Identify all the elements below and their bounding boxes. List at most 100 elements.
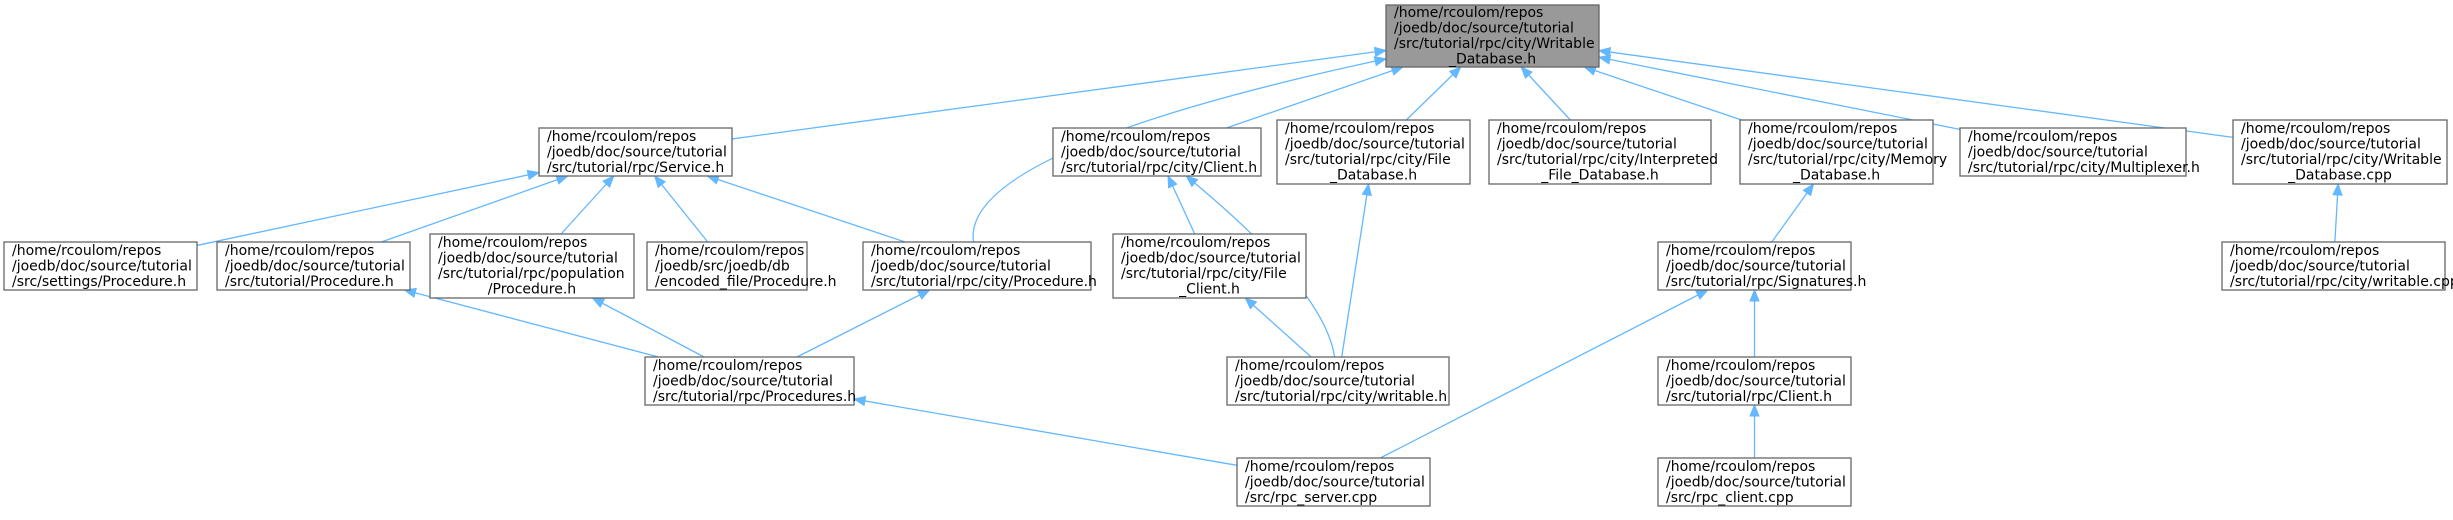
node-city_client_h[interactable]: /home/rcoulom/repos/joedb/doc/source/tut… [1052, 127, 1262, 177]
node-population_proc_h[interactable]: /home/rcoulom/repos/joedb/doc/source/tut… [429, 233, 635, 299]
node-box [429, 233, 635, 299]
node-box [3, 241, 198, 291]
node-file_db_h[interactable]: /home/rcoulom/repos/joedb/doc/source/tut… [1276, 119, 1471, 185]
node-label-line: /home/rcoulom/repos [1666, 243, 1815, 259]
node-tutorial_proc_h[interactable]: /home/rcoulom/repos/joedb/doc/source/tut… [216, 241, 411, 291]
edge-line [404, 289, 659, 358]
edge-arrowhead [1749, 288, 1760, 302]
edge-line [592, 297, 705, 358]
node-box [1657, 241, 1852, 291]
node-label-line: /joedb/doc/source/tutorial [2230, 258, 2410, 274]
node-label-line: /joedb/doc/source/tutorial [1666, 373, 1846, 389]
node-writable_cpp[interactable]: /home/rcoulom/repos/joedb/doc/source/tut… [2221, 241, 2453, 291]
edge-line [196, 171, 540, 247]
node-label-line: /joedb/doc/source/tutorial [438, 251, 618, 267]
node-city_proc_h[interactable]: /home/rcoulom/repos/joedb/doc/source/tut… [862, 241, 1097, 291]
node-label-line: /src/tutorial/rpc/city/writable.cpp [2230, 274, 2453, 290]
node-encoded_proc_h[interactable]: /home/rcoulom/repos/joedb/src/joedb/db/e… [646, 241, 837, 291]
node-label-line: /src/tutorial/rpc/city/File [1285, 152, 1451, 168]
node-multiplexer_h[interactable]: /home/rcoulom/repos/joedb/doc/source/tut… [1959, 127, 2200, 177]
edge-arrowhead [1802, 182, 1815, 197]
node-box [2221, 241, 2446, 291]
node-signatures_h[interactable]: /home/rcoulom/repos/joedb/doc/source/tut… [1657, 241, 1866, 291]
edge-arrowhead [1244, 297, 1258, 310]
node-label-line: /home/rcoulom/repos [655, 243, 804, 259]
node-box [1657, 356, 1852, 406]
node-rpc_client_h[interactable]: /home/rcoulom/repos/joedb/doc/source/tut… [1657, 356, 1852, 406]
edge-multiplexer_h-to-writable_db_h [1597, 54, 1961, 131]
node-label-line: /src/tutorial/rpc/city/Interpreted [1497, 152, 1718, 168]
edge-line [1520, 66, 1571, 121]
graph-nodes: /home/rcoulom/repos/joedb/doc/source/tut… [3, 4, 2453, 507]
edge-rpc_client_cpp-to-rpc_client_h [1749, 403, 1760, 458]
edge-arrowhead [1597, 46, 1612, 58]
edge-arrowhead [1373, 46, 1388, 58]
node-label-line: /home/rcoulom/repos [438, 235, 587, 251]
edge-procedures_h-to-tutorial_proc_h [403, 287, 659, 358]
node-city_writable_h[interactable]: /home/rcoulom/repos/joedb/doc/source/tut… [1226, 356, 1450, 406]
node-settings_proc_h[interactable]: /home/rcoulom/repos/joedb/doc/source/tut… [3, 241, 198, 291]
node-box [1488, 119, 1712, 185]
edge-arrowhead [526, 169, 541, 181]
edge-line [1341, 183, 1370, 358]
edge-line [381, 175, 568, 243]
node-rpc_client_cpp[interactable]: /home/rcoulom/repos/joedb/doc/source/tut… [1657, 457, 1852, 507]
node-box [1112, 233, 1307, 299]
node-label-line: /home/rcoulom/repos [12, 243, 161, 259]
node-label-line: /joedb/doc/source/tutorial [1968, 144, 2148, 160]
node-label-line: /home/rcoulom/repos [1968, 129, 2117, 145]
node-label-line: /src/settings/Procedure.h [12, 274, 186, 290]
node-label-line: /home/rcoulom/repos [1497, 121, 1646, 137]
node-box [1385, 4, 1600, 68]
node-label-line: /src/rpc_server.cpp [1245, 490, 1377, 506]
node-writable_db_cpp[interactable]: /home/rcoulom/repos/joedb/doc/source/tut… [2232, 119, 2448, 185]
node-label-line: /home/rcoulom/repos [1666, 459, 1815, 475]
edge-line [560, 175, 615, 235]
edge-line [707, 175, 906, 243]
edge-writable_cpp-to-writable_db_cpp [2332, 182, 2343, 243]
node-label-line: /joedb/doc/source/tutorial [1748, 137, 1928, 153]
edge-arrowhead [1448, 66, 1462, 79]
node-label-line: /home/rcoulom/repos [1061, 129, 1210, 145]
node-box [538, 127, 733, 177]
node-label-line: /joedb/doc/source/tutorial [547, 144, 727, 160]
edge-tutorial_proc_h-to-service_h [381, 174, 569, 243]
node-procedures_h[interactable]: /home/rcoulom/repos/joedb/doc/source/tut… [644, 356, 856, 406]
node-box [1236, 457, 1431, 507]
edge-rpc_client_h-to-signatures_h [1749, 288, 1760, 357]
edge-settings_proc_h-to-service_h [196, 169, 541, 247]
edge-procedures_h-to-population_proc_h [591, 297, 705, 358]
node-memory_db_h[interactable]: /home/rcoulom/repos/joedb/doc/source/tut… [1739, 119, 1947, 185]
node-label-line: /home/rcoulom/repos [547, 129, 696, 145]
node-label-line: /joedb/doc/source/tutorial [1285, 137, 1465, 153]
node-label-line: /src/tutorial/rpc/city/Writable [2241, 152, 2442, 168]
edge-arrowhead [1597, 54, 1612, 65]
node-interp_db_h[interactable]: /home/rcoulom/repos/joedb/doc/source/tut… [1488, 119, 1718, 185]
node-label-line: /home/rcoulom/repos [2230, 243, 2379, 259]
edge-signatures_h-to-memory_db_h [1771, 182, 1815, 243]
edge-arrowhead [1520, 66, 1533, 79]
edge-writable_db_cpp-to-writable_db_h [1597, 46, 2234, 138]
edge-city_writable_h-to-file_client_h [1244, 297, 1312, 358]
node-label-line: _Database.h [1329, 168, 1417, 184]
node-label-line: _Client.h [1178, 282, 1240, 298]
node-label-line: /joedb/doc/source/tutorial [871, 258, 1051, 274]
edge-arrowhead [1373, 56, 1388, 67]
node-label-line: /joedb/doc/source/tutorial [1497, 137, 1677, 153]
node-rpc_server_cpp[interactable]: /home/rcoulom/repos/joedb/doc/source/tut… [1236, 457, 1431, 507]
node-service_h[interactable]: /home/rcoulom/repos/joedb/doc/source/tut… [538, 127, 733, 177]
graph-edges [196, 46, 2343, 466]
node-label-line: /home/rcoulom/repos [1235, 358, 1384, 374]
edge-encoded_proc_h-to-service_h [653, 174, 709, 243]
node-label-line: _Database.h [1448, 52, 1536, 68]
node-label-line: /home/rcoulom/repos [1666, 358, 1815, 374]
node-box [1739, 119, 1934, 185]
node-file_client_h[interactable]: /home/rcoulom/repos/joedb/doc/source/tut… [1112, 233, 1307, 299]
node-label-line: _Database.h [1792, 168, 1880, 184]
edge-file_client_h-to-city_client_h [1167, 174, 1196, 235]
node-label-line: /src/tutorial/rpc/city/File [1121, 266, 1287, 282]
node-label-line: /src/tutorial/rpc/city/Multiplexer.h [1968, 160, 2200, 176]
edge-line [731, 49, 1387, 140]
node-label-line: /src/tutorial/rpc/Client.h [1666, 389, 1832, 405]
node-label-line: /src/tutorial/rpc/city/Client.h [1061, 160, 1257, 176]
